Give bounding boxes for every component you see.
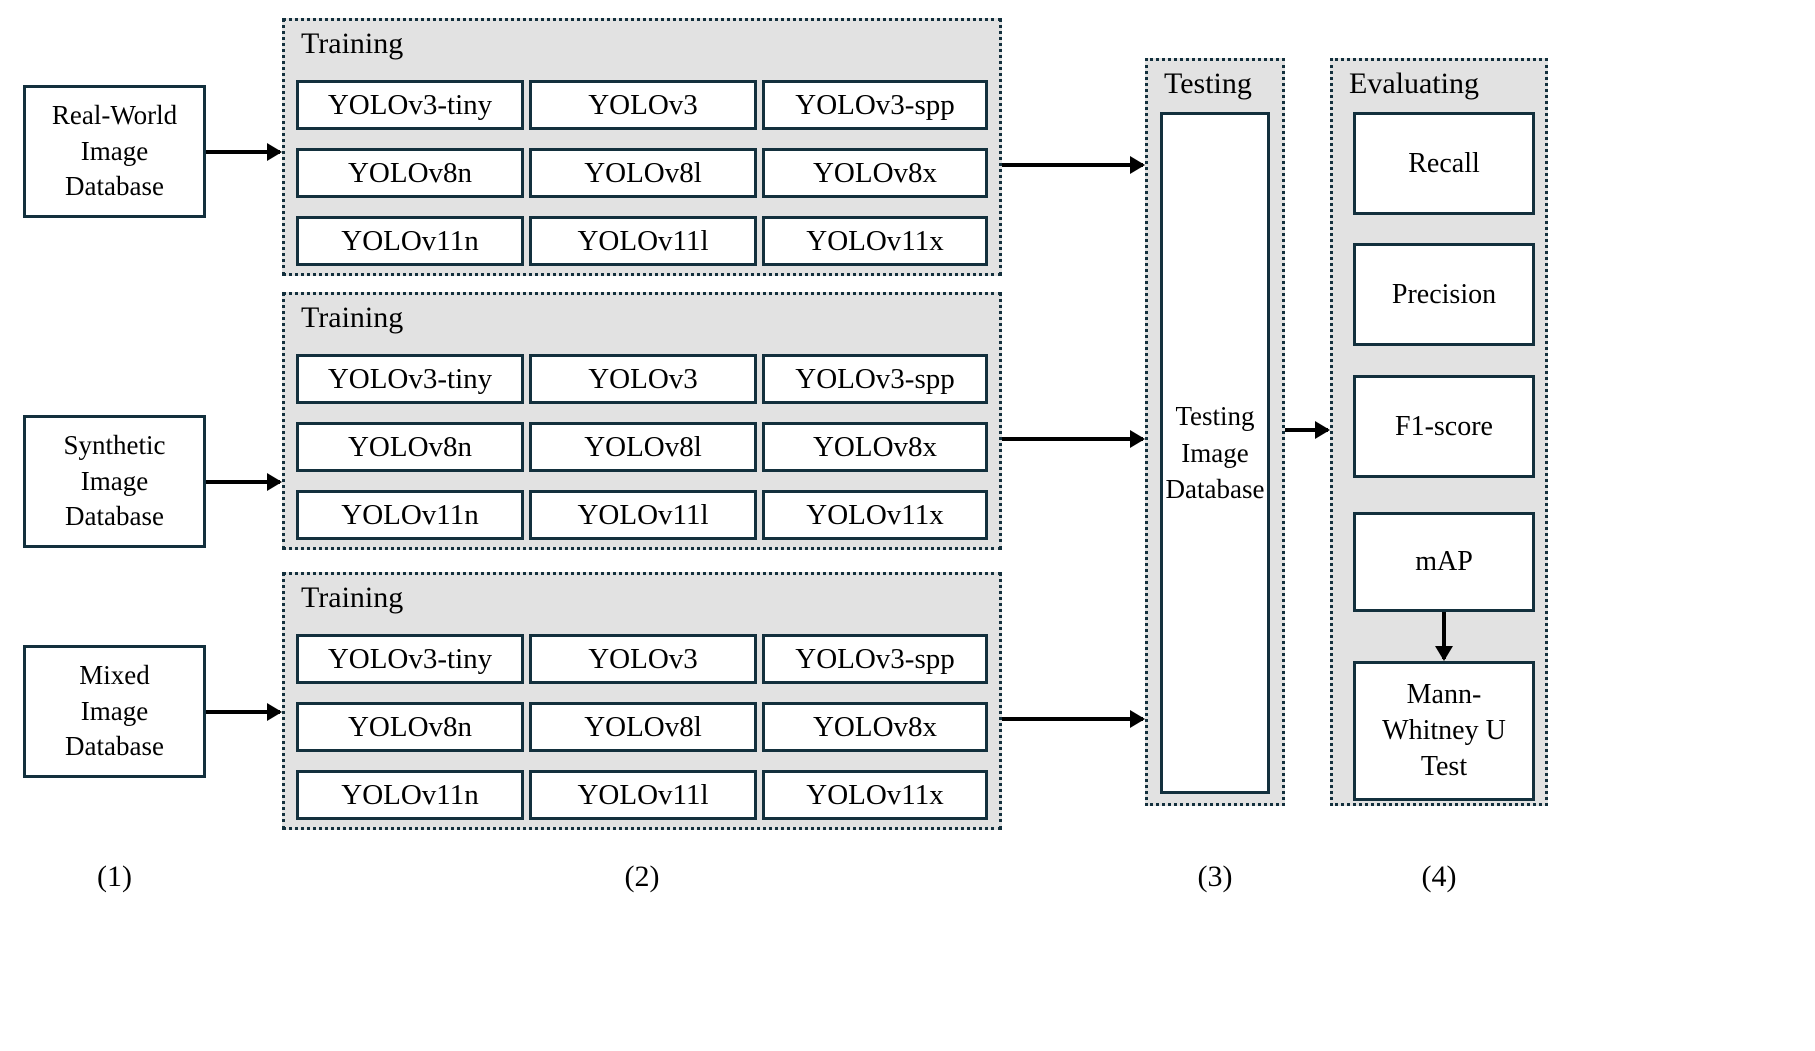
text-line: Database [65,501,164,532]
model-label: YOLOv11n [341,498,479,531]
model-label: YOLOv8l [584,156,702,189]
evaluating-panel-title: Evaluating [1349,67,1479,100]
text-line: Image [1181,437,1249,468]
text-line: Testing [1175,401,1255,432]
text-line: Whitney U [1382,715,1506,747]
model-box-yolov11n[interactable]: YOLOv11n [296,216,524,266]
text-line: Image [80,465,149,496]
model-label: YOLOv11l [577,498,709,531]
model-box-yolov3[interactable]: YOLOv3 [529,634,757,684]
text-line: Synthetic [63,429,166,460]
model-box-yolov8n[interactable]: YOLOv8n [296,702,524,752]
arrow-database-to-training [206,479,280,484]
model-box-yolov8n[interactable]: YOLOv8n [296,148,524,198]
text-line: Database [65,731,164,762]
model-label: YOLOv11x [806,498,944,531]
model-box-yolov11l[interactable]: YOLOv11l [529,490,757,540]
model-box-yolov8l[interactable]: YOLOv8l [529,148,757,198]
metric-recall[interactable]: Recall [1353,112,1535,215]
model-label: YOLOv8x [812,710,938,743]
model-label: YOLOv8x [812,430,938,463]
model-label: YOLOv3-spp [795,642,955,675]
model-label: YOLOv3 [588,642,698,675]
model-box-yolov11n[interactable]: YOLOv11n [296,770,524,820]
text-line: F1-score [1395,410,1493,442]
arrow-database-to-training [206,709,280,714]
caption-stage-3: (3) [1197,860,1233,893]
model-label: YOLOv11x [806,778,944,811]
arrow-database-to-training [206,149,280,154]
model-box-yolov8l[interactable]: YOLOv8l [529,702,757,752]
arrow-testing-to-evaluating [1285,428,1328,432]
model-box-yolov8n[interactable]: YOLOv8n [296,422,524,472]
caption-stage-2: (2) [624,860,660,893]
model-box-yolov3-tiny[interactable]: YOLOv3-tiny [296,80,524,130]
model-box-yolov3-spp[interactable]: YOLOv3-spp [762,80,988,130]
model-box-yolov3-tiny[interactable]: YOLOv3-tiny [296,634,524,684]
model-label: YOLOv8l [584,430,702,463]
text-line: Database [1165,474,1265,505]
model-label: YOLOv8x [812,156,938,189]
model-label: YOLOv8n [347,430,473,463]
model-box-yolov8x[interactable]: YOLOv8x [762,148,988,198]
training-panel-title: Training [301,581,404,614]
model-label: YOLOv3-tiny [327,362,493,395]
model-label: YOLOv8n [347,710,473,743]
model-box-yolov11x[interactable]: YOLOv11x [762,490,988,540]
model-box-yolov8x[interactable]: YOLOv8x [762,422,988,472]
metric-precision[interactable]: Precision [1353,243,1535,346]
model-box-yolov3-spp[interactable]: YOLOv3-spp [762,354,988,404]
model-box-yolov8l[interactable]: YOLOv8l [529,422,757,472]
arrow-map-to-mann-whitney [1442,612,1446,659]
model-box-yolov3[interactable]: YOLOv3 [529,354,757,404]
model-box-yolov3-tiny[interactable]: YOLOv3-tiny [296,354,524,404]
model-box-yolov3[interactable]: YOLOv3 [529,80,757,130]
model-label: YOLOv8l [584,710,702,743]
caption-stage-4: (4) [1421,860,1457,893]
testing-panel-title: Testing [1164,67,1252,100]
model-label: YOLOv11l [577,778,709,811]
text-line: Mixed [79,659,150,690]
metric-map[interactable]: mAP [1353,512,1535,612]
model-label: YOLOv3-tiny [327,88,493,121]
model-label: YOLOv11x [806,224,944,257]
training-panel-title: Training [301,301,404,334]
text-line: Image [80,135,149,166]
model-box-yolov11x[interactable]: YOLOv11x [762,770,988,820]
metric-f1-score[interactable]: F1-score [1353,375,1535,478]
model-label: YOLOv8n [347,156,473,189]
text-line: Test [1420,750,1468,782]
text-line: mAP [1415,546,1473,578]
model-label: YOLOv3-spp [795,88,955,121]
training-panel-title: Training [301,27,404,60]
text-line: Database [65,171,164,202]
model-label: YOLOv11n [341,224,479,257]
model-label: YOLOv11l [577,224,709,257]
text-line: Recall [1408,147,1480,179]
model-label: YOLOv3 [588,88,698,121]
arrow-training-to-testing [1002,437,1143,441]
model-box-yolov3-spp[interactable]: YOLOv3-spp [762,634,988,684]
arrow-training-to-testing [1002,717,1143,721]
model-box-yolov11x[interactable]: YOLOv11x [762,216,988,266]
model-box-yolov8x[interactable]: YOLOv8x [762,702,988,752]
text-line: Mann- [1406,679,1482,711]
model-label: YOLOv11n [341,778,479,811]
model-box-yolov11l[interactable]: YOLOv11l [529,770,757,820]
text-line: Real-World [51,99,178,130]
caption-stage-1: (1) [97,860,132,893]
model-box-yolov11n[interactable]: YOLOv11n [296,490,524,540]
model-label: YOLOv3-spp [795,362,955,395]
text-line: Precision [1391,278,1497,310]
arrow-training-to-testing [1002,163,1143,167]
model-box-yolov11l[interactable]: YOLOv11l [529,216,757,266]
model-label: YOLOv3-tiny [327,642,493,675]
text-line: Image [80,695,149,726]
model-label: YOLOv3 [588,362,698,395]
